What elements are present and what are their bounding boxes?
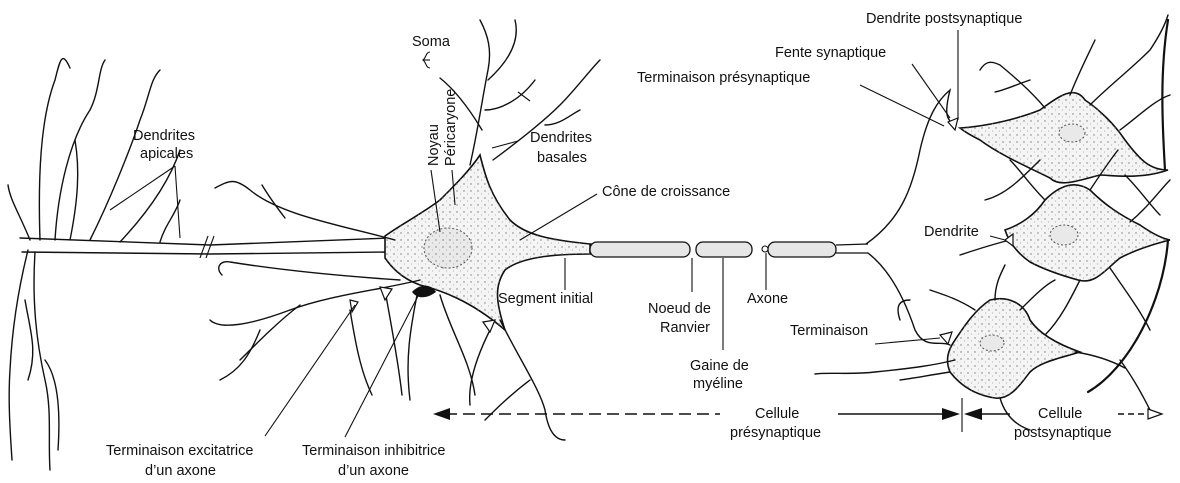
label-terminaison-inhibitrice: Terminaison inhibitrice xyxy=(302,443,445,459)
label-gaine-myeline-2: myéline xyxy=(693,376,743,392)
label-soma: Soma xyxy=(412,34,451,50)
label-terminaison-excitatrice: Terminaison excitatrice xyxy=(106,443,253,459)
label-dendrite: Dendrite xyxy=(924,224,979,240)
apical-dendrites xyxy=(8,59,180,470)
label-pericaryone: Péricaryone xyxy=(443,89,459,166)
label-cone-croissance: Cône de croissance xyxy=(602,184,730,200)
label-gaine-myeline: Gaine de xyxy=(690,358,749,374)
label-noyau: Noyau xyxy=(426,124,442,166)
label-noeud-ranvier: Noeud de xyxy=(648,301,711,317)
label-terminaison-presynaptique: Terminaison présynaptique xyxy=(637,70,810,86)
label-cellule-postsynaptique-2: postsynaptique xyxy=(1014,425,1112,441)
label-cellule-presynaptique-2: présynaptique xyxy=(730,425,821,441)
label-fente-synaptique: Fente synaptique xyxy=(775,45,886,61)
label-axone: Axone xyxy=(747,291,788,307)
label-cellule-postsynaptique: Cellule xyxy=(1038,406,1082,422)
label-dendrites-apicales-2: apicales xyxy=(140,146,193,162)
node-of-ranvier xyxy=(762,246,768,252)
label-terminaison: Terminaison xyxy=(790,323,868,339)
postsynaptic-neurons xyxy=(815,15,1170,430)
presynaptic-neuron xyxy=(8,20,955,470)
leader-lines xyxy=(110,30,1005,437)
label-dendrites-apicales: Dendrites xyxy=(133,128,195,144)
label-cellule-presynaptique: Cellule xyxy=(755,406,799,422)
label-terminaison-excitatrice-2: d’un axone xyxy=(145,463,216,479)
label-dendrites-basales-2: basales xyxy=(537,150,587,166)
myelin-sheath xyxy=(590,242,836,257)
label-dendrites-basales: Dendrites xyxy=(530,130,592,146)
label-noeud-ranvier-2: Ranvier xyxy=(660,320,710,336)
label-dendrite-postsynaptique: Dendrite postsynaptique xyxy=(866,11,1022,27)
label-segment-initial: Segment initial xyxy=(498,291,593,307)
label-terminaison-inhibitrice-2: d’un axone xyxy=(338,463,409,479)
